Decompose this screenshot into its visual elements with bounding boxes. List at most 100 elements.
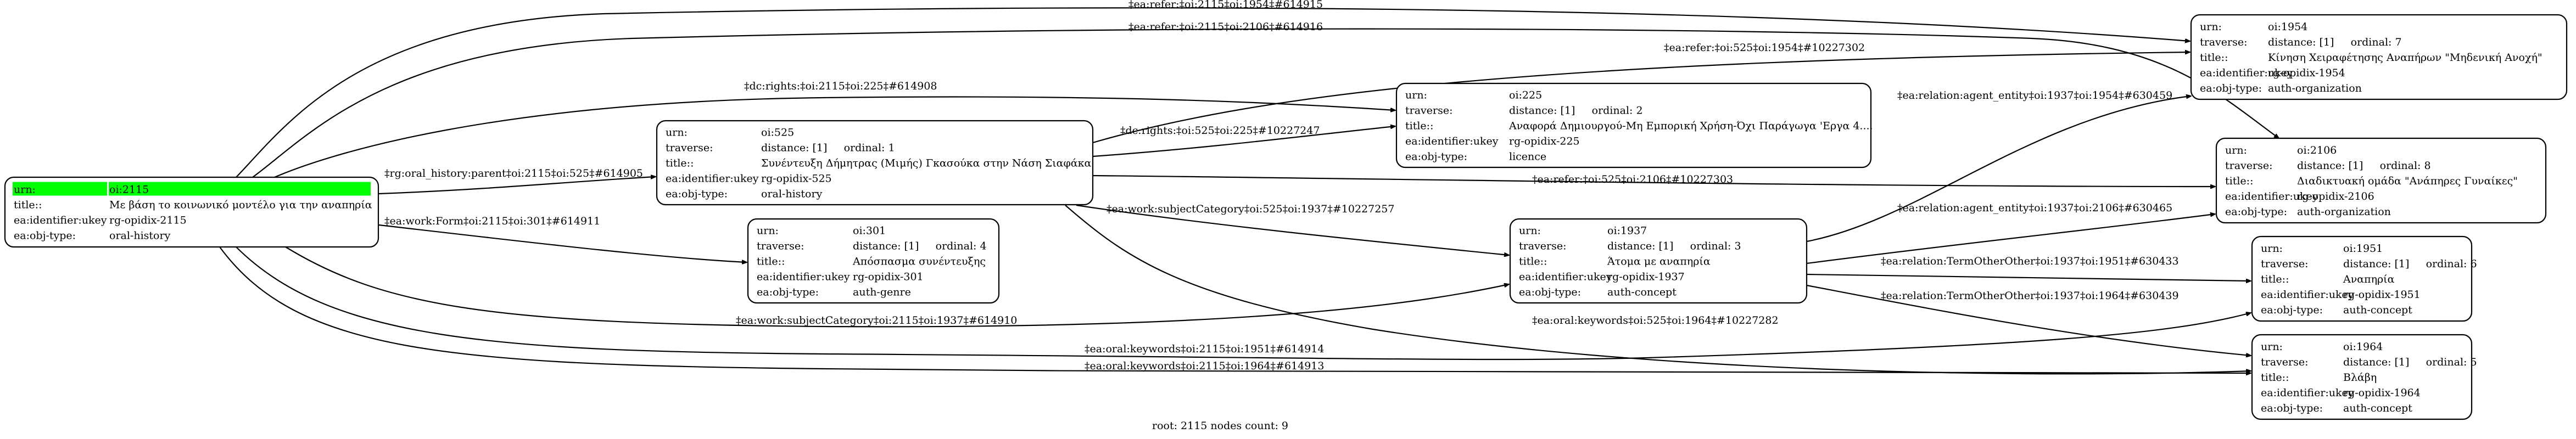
row-value-urn: oi:1954 bbox=[2268, 21, 2307, 33]
row-value-traverse: distance: [1] ordinal: 3 bbox=[1607, 240, 1741, 252]
edge-1937-to-1964-label: ‡ea:relation:TermOtherOther‡oi:1937‡oi:1… bbox=[1881, 290, 2179, 302]
edge-2115-to-1937[interactable] bbox=[285, 246, 1509, 328]
row-label-title: title:: bbox=[14, 199, 42, 211]
row-label-traverse: traverse: bbox=[1519, 240, 1567, 252]
row-label-traverse: traverse: bbox=[1405, 105, 1453, 117]
edge-525-to-2106-label: ‡ea:refer:‡oi:525‡oi:2106‡#10227303 bbox=[1532, 173, 1733, 185]
edge-2115-to-1951[interactable] bbox=[236, 246, 2251, 361]
edge-525-to-1964[interactable] bbox=[1065, 205, 2251, 375]
row-value-objtype: oral-history bbox=[109, 230, 171, 242]
row-label-objtype: ea:obj-type: bbox=[14, 230, 76, 242]
edges-layer bbox=[219, 7, 2279, 375]
edge-2115-to-301[interactable] bbox=[378, 224, 747, 262]
row-label-urn: urn: bbox=[1519, 225, 1541, 237]
graph-footer: root: 2115 nodes count: 9 bbox=[1152, 420, 1288, 432]
row-value-title: Κίνηση Χειραφέτησης Αναπήρων "Μηδενική Α… bbox=[2268, 52, 2543, 64]
edge-525-to-225[interactable] bbox=[1092, 126, 1395, 157]
row-label-urn: urn: bbox=[2261, 243, 2283, 255]
row-label-ukey: ea:identifier:ukey bbox=[2261, 387, 2354, 399]
edge-525-to-1964-label: ‡ea:oral:keywords‡oi:525‡oi:1964‡#102272… bbox=[1532, 314, 1779, 327]
node-box bbox=[1395, 82, 1872, 168]
edge-525-to-1954[interactable] bbox=[1092, 52, 2190, 144]
row-label-urn: urn: bbox=[2200, 21, 2222, 33]
row-value-traverse: distance: [1] ordinal: 7 bbox=[2268, 36, 2402, 48]
row-value-urn: oi:2106 bbox=[2297, 144, 2337, 156]
edge-525-to-225-label: ‡dc:rights:‡oi:525‡oi:225‡#10227247 bbox=[1120, 125, 1320, 137]
row-label-title: title:: bbox=[2225, 175, 2253, 187]
row-value-objtype: auth-organization bbox=[2268, 82, 2362, 94]
node-box bbox=[2251, 235, 2473, 322]
row-label-objtype: ea:obj-type: bbox=[1519, 286, 1581, 299]
node-oi-1951[interactable]: urn: oi:1951 traverse: distance: [1] ordina… bbox=[2251, 235, 2477, 322]
row-value-urn: oi:1964 bbox=[2343, 341, 2383, 353]
row-label-objtype: ea:obj-type: bbox=[1405, 151, 1467, 163]
row-label-title: title:: bbox=[2261, 273, 2289, 285]
row-label-traverse: traverse: bbox=[2261, 258, 2309, 270]
edge-2115-to-2106-label: ‡ea:refer:‡oi:2115‡oi:2106‡#614916 bbox=[1128, 21, 1323, 33]
edge-1937-to-1964[interactable] bbox=[1806, 284, 2251, 356]
edge-1937-to-1951-label: ‡ea:relation:TermOtherOther‡oi:1937‡oi:1… bbox=[1881, 255, 2179, 267]
row-label-objtype: ea:obj-type: bbox=[757, 286, 819, 299]
row-label-traverse: traverse: bbox=[2261, 356, 2309, 368]
row-label-objtype: ea:obj-type: bbox=[2261, 402, 2323, 414]
row-label-ukey: ea:identifier:ukey bbox=[14, 215, 107, 227]
row-value-traverse: distance: [1] ordinal: 1 bbox=[761, 142, 895, 154]
edge-1937-to-1954-label: ‡ea:relation:agent_entity‡oi:1937‡oi:195… bbox=[1897, 89, 2172, 102]
row-label-urn: urn: bbox=[666, 127, 688, 139]
row-value-traverse: distance: [1] ordinal: 4 bbox=[853, 240, 987, 252]
edge-1937-to-1954[interactable] bbox=[1806, 96, 2191, 243]
edge-1937-to-1951[interactable] bbox=[1806, 273, 2251, 281]
edge-525-to-2106[interactable] bbox=[1092, 175, 2215, 187]
edge-1937-to-2106[interactable] bbox=[1806, 214, 2215, 264]
edge-2115-to-225[interactable] bbox=[274, 96, 1395, 178]
edge-525-to-1954-label: ‡ea:refer:‡oi:525‡oi:1954‡#10227302 bbox=[1664, 42, 1865, 54]
row-value-title: Συνέντευξη Δήμητρας (Μιμής) Γκασούκα στη… bbox=[761, 157, 1092, 170]
row-label-urn: urn: bbox=[757, 225, 779, 237]
row-value-ukey: rg-opidix-2106 bbox=[2297, 190, 2374, 202]
edge-2115-to-1954[interactable] bbox=[236, 7, 2190, 178]
edge-2115-to-525[interactable] bbox=[378, 177, 656, 195]
edge-2115-to-525-label: ‡rg:oral_history:parent‡oi:2115‡oi:525‡#… bbox=[384, 167, 643, 179]
row-value-objtype: auth-concept bbox=[2343, 304, 2412, 316]
edge-1937-to-2106-label: ‡ea:relation:agent_entity‡oi:1937‡oi:210… bbox=[1897, 202, 2172, 214]
row-label-urn: urn: bbox=[2261, 341, 2283, 353]
row-label-title: title:: bbox=[1405, 120, 1433, 132]
row-value-urn: oi:1951 bbox=[2343, 243, 2383, 255]
row-label-ukey: ea:identifier:ukey bbox=[1519, 271, 1612, 283]
edge-2115-to-1964-label: ‡ea:oral:keywords‡oi:2115‡oi:1964‡#61491… bbox=[1085, 360, 1324, 372]
row-label-ukey: ea:identifier:ukey bbox=[1405, 136, 1499, 148]
row-label-ukey: ea:identifier:ukey bbox=[666, 173, 759, 185]
row-value-title: Αναφορά Δημιουργού-Μη Εμπορική Χρήση-Όχι… bbox=[1508, 120, 1873, 132]
row-label-ukey: ea:identifier:ukey bbox=[2200, 67, 2293, 79]
row-label-ukey: ea:identifier:ukey bbox=[757, 271, 850, 283]
row-value-traverse: distance: [1] ordinal: 6 bbox=[2343, 258, 2477, 270]
edge-2115-to-1937-label: ‡ea:work:subjectCategory‡oi:2115‡oi:1937… bbox=[736, 314, 1017, 327]
row-value-ukey: rg-opidix-1951 bbox=[2343, 289, 2421, 301]
node-box bbox=[747, 218, 1000, 304]
edge-525-to-1937-label: ‡ea:work:subjectCategory‡oi:525‡oi:1937‡… bbox=[1107, 203, 1394, 215]
edge-labels-layer: ‡ea:refer:‡oi:2115‡oi:1954‡#614915‡ea:re… bbox=[384, 0, 2179, 372]
row-value-title: Με βάση το κοινωνικό μοντέλο για την ανα… bbox=[109, 199, 372, 211]
row-value-ukey: rg-opidix-1937 bbox=[1607, 271, 1685, 283]
edge-525-to-1937[interactable] bbox=[1076, 204, 1509, 255]
edge-2115-to-2106[interactable] bbox=[252, 28, 2279, 178]
node-box bbox=[656, 120, 1094, 206]
row-label-objtype: ea:obj-type: bbox=[2261, 304, 2323, 316]
node-box bbox=[1509, 218, 1808, 304]
node-box bbox=[2251, 334, 2473, 420]
row-label-title: title:: bbox=[666, 157, 694, 170]
row-label-traverse: traverse: bbox=[757, 240, 804, 252]
row-value-title: Βλάβη bbox=[2343, 372, 2377, 384]
row-label-urn: urn: bbox=[1405, 89, 1427, 102]
row-label-title: title:: bbox=[757, 256, 785, 268]
node-box bbox=[2190, 14, 2568, 100]
